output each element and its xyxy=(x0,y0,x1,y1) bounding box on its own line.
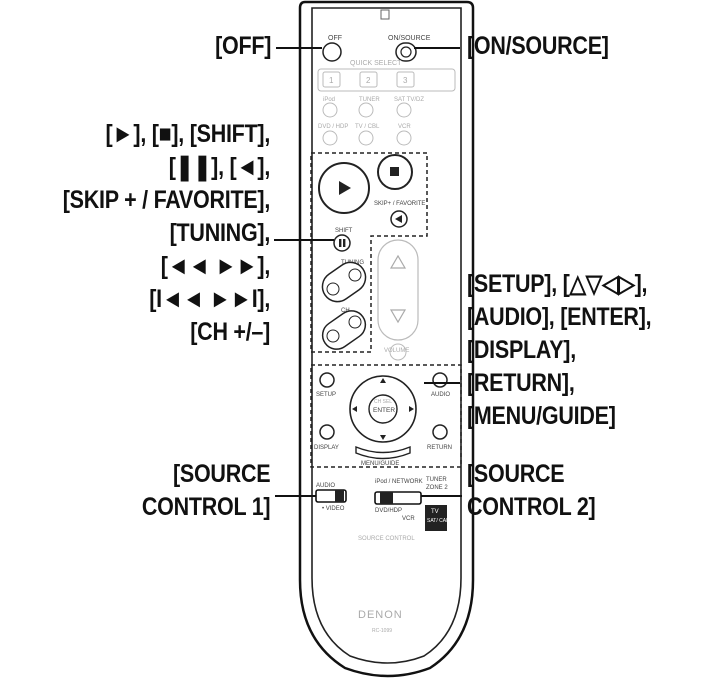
source-control-label: SOURCE CONTROL xyxy=(358,536,415,542)
cursor-up-icon xyxy=(380,378,386,383)
off-label: OFF xyxy=(328,35,342,42)
zone2-label: ZONE 2 xyxy=(426,485,448,491)
skip-favorite-label: SKIP+ / FAVORITE xyxy=(374,201,425,207)
menu-guide-label: MENU/GUIDE xyxy=(361,461,399,467)
off-callout: [OFF] xyxy=(214,32,271,60)
volume-rocker[interactable]: VOLUME xyxy=(377,239,419,361)
quick-select-1-label: 1 xyxy=(329,76,334,85)
ch-sel-label: CH SEL xyxy=(374,399,392,405)
sat-cable-label: SAT/ CABLE xyxy=(427,518,456,524)
transport-highlight-box xyxy=(310,152,428,353)
ch-rocker[interactable] xyxy=(317,305,371,354)
back-icon xyxy=(395,215,402,223)
source-vcr-label: VCR xyxy=(398,124,411,130)
quick-select-3-button[interactable] xyxy=(396,71,415,88)
model-label: RC-1099 xyxy=(372,628,392,634)
brand-logo: DENON xyxy=(358,609,403,621)
display-label: DISPLAY xyxy=(314,445,339,451)
audio-button[interactable] xyxy=(432,372,448,388)
source-tuner-button[interactable] xyxy=(358,102,374,118)
dvd-hdp-label: DVD/HDP xyxy=(375,508,402,514)
cursor-left-icon xyxy=(352,406,357,412)
source-ipod-label: iPod xyxy=(323,97,335,103)
quick-select-2-label: 2 xyxy=(366,76,371,85)
on-source-label: ON/SOURCE xyxy=(388,35,431,42)
source-tuner-label: TUNER xyxy=(359,97,380,103)
play-icon xyxy=(339,181,351,195)
transport-callout: [►], [■], [SHIFT], [❚❚], [◄], [SKIP + / … xyxy=(62,120,271,346)
cursor-down-icon xyxy=(380,435,386,440)
source-vcr-button[interactable] xyxy=(396,130,412,146)
pause-icon xyxy=(339,239,342,247)
source-sattv-button[interactable] xyxy=(396,102,412,118)
off-button[interactable] xyxy=(322,42,342,62)
tv-label: TV xyxy=(431,509,439,515)
cursor-right-icon xyxy=(409,406,414,412)
shift-label: SHIFT xyxy=(335,228,353,234)
setup-label: SETUP xyxy=(316,392,336,398)
audio-label: AUDIO xyxy=(431,392,450,398)
transport-section: SKIP+ / FAVORITE SHIFT TUNING CH xyxy=(317,154,425,354)
ipod-network-label: iPod / NETWORK xyxy=(375,479,423,485)
setup-section: SETUP AUDIO CH SEL ENTER DISPLAY RETURN … xyxy=(314,372,452,467)
source-ipod-button[interactable] xyxy=(322,102,338,118)
shift-pause-button[interactable] xyxy=(333,234,351,252)
tv-sat-block xyxy=(425,505,447,531)
volume-label: VOLUME xyxy=(384,348,409,354)
source-dvd-button[interactable] xyxy=(322,130,338,146)
vcr-label: VCR xyxy=(402,516,415,522)
volume-down-icon xyxy=(389,309,407,324)
on-source-callout: [ON/SOURCE] xyxy=(467,32,609,60)
return-button[interactable] xyxy=(432,424,448,440)
leader-lines xyxy=(274,47,462,497)
setup-callout: [SETUP], [△▽◁▷], [AUDIO], [ENTER], [DISP… xyxy=(467,270,652,430)
source-tv-button[interactable] xyxy=(358,130,374,146)
power-section: OFF ON/SOURCE xyxy=(322,35,431,62)
source-control-1-callout: [SOURCE CONTROL 1] xyxy=(141,460,271,521)
ir-emitter xyxy=(380,9,390,20)
audio-switch-label: AUDIO xyxy=(316,483,335,489)
source-sattv-label: SAT TV/DZ xyxy=(394,97,424,103)
quick-select-1-button[interactable] xyxy=(322,71,341,88)
tuner-label: TUNER xyxy=(426,477,447,483)
enter-label: ENTER xyxy=(373,407,395,414)
stop-icon xyxy=(390,167,399,176)
source-buttons: iPod TUNER SAT TV/DZ DVD / HDP TV / CBL … xyxy=(318,97,424,146)
menu-guide-button[interactable] xyxy=(355,445,411,460)
display-button[interactable] xyxy=(319,424,335,440)
tuning-rocker[interactable] xyxy=(317,257,372,308)
video-switch-label: • VIDEO xyxy=(322,506,345,512)
volume-up-icon xyxy=(389,254,407,269)
quick-select-label: QUICK SELECT xyxy=(350,60,402,67)
source-tv-label: TV / CBL xyxy=(355,124,380,130)
on-source-button[interactable] xyxy=(395,42,417,62)
setup-button[interactable] xyxy=(319,372,335,388)
return-label: RETURN xyxy=(427,445,452,451)
source-control-2-callout: [SOURCE CONTROL 2] xyxy=(467,460,596,521)
enter-button[interactable] xyxy=(368,394,398,424)
source-control-section: AUDIO • VIDEO iPod / NETWORK TUNER ZONE … xyxy=(315,477,456,542)
source-dvd-label: DVD / HDP xyxy=(318,124,348,130)
quick-select-section: QUICK SELECT 1 2 3 xyxy=(317,60,456,92)
ch-label: CH xyxy=(341,308,350,314)
quick-select-3-label: 3 xyxy=(403,76,408,85)
quick-select-2-button[interactable] xyxy=(359,71,378,88)
